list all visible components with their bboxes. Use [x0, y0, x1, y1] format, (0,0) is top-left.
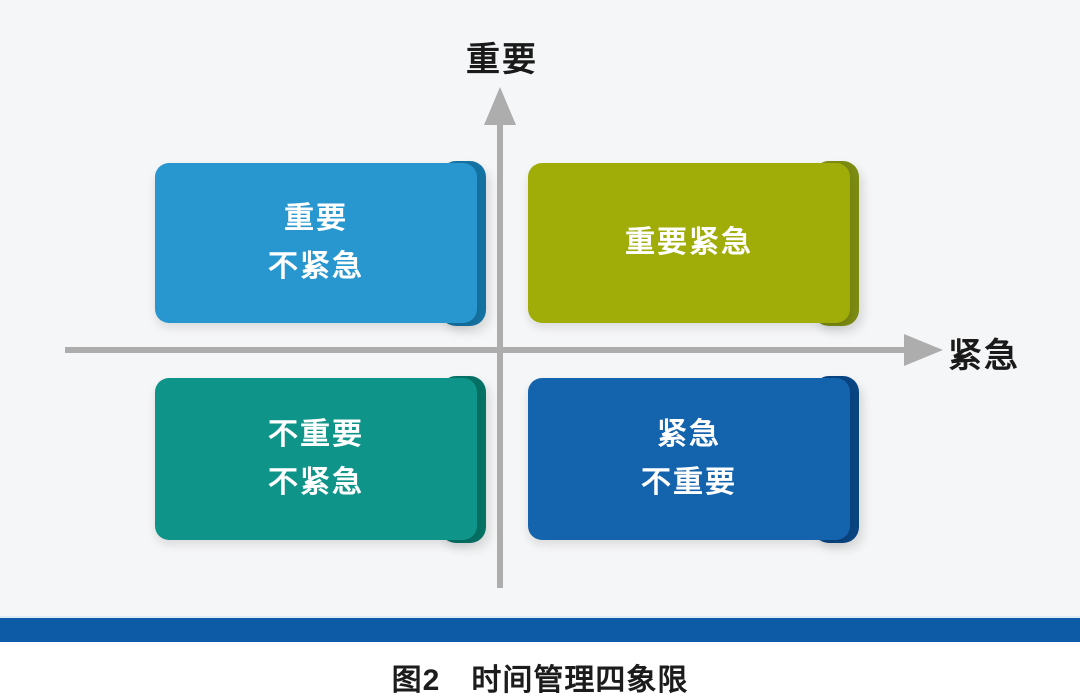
quadrant-face: 重要紧急 [528, 163, 850, 323]
figure-caption: 图2 时间管理四象限 [391, 664, 689, 697]
quadrant-label-line: 紧急 [657, 418, 721, 451]
quadrant-not-important-not-urgent: 不重要 不紧急 [155, 376, 486, 543]
y-axis-line [497, 120, 503, 588]
divider-bar [0, 616, 1080, 642]
quadrant-urgent-not-important: 紧急 不重要 [528, 376, 859, 543]
quadrant-important-urgent: 重要紧急 [528, 161, 859, 326]
quadrant-label-line: 不紧急 [268, 250, 364, 283]
quadrant-label-line: 重要 [284, 202, 348, 235]
quadrant-face: 不重要 不紧急 [155, 378, 477, 540]
quadrant-important-not-urgent: 重要 不紧急 [155, 161, 486, 326]
x-axis-label: 紧急 [948, 337, 1020, 375]
x-axis-arrow-icon [904, 334, 943, 366]
quadrant-label-line: 不重要 [641, 466, 737, 499]
quadrant-label-line: 不紧急 [268, 466, 364, 499]
y-axis-label: 重要 [466, 41, 538, 79]
quadrant-label-line: 重要紧急 [625, 226, 753, 259]
y-axis-arrow-icon [484, 87, 516, 125]
quadrant-face: 重要 不紧急 [155, 163, 477, 323]
quadrant-face: 紧急 不重要 [528, 378, 850, 540]
x-axis-line [65, 347, 906, 353]
quadrant-label-line: 不重要 [268, 418, 364, 451]
